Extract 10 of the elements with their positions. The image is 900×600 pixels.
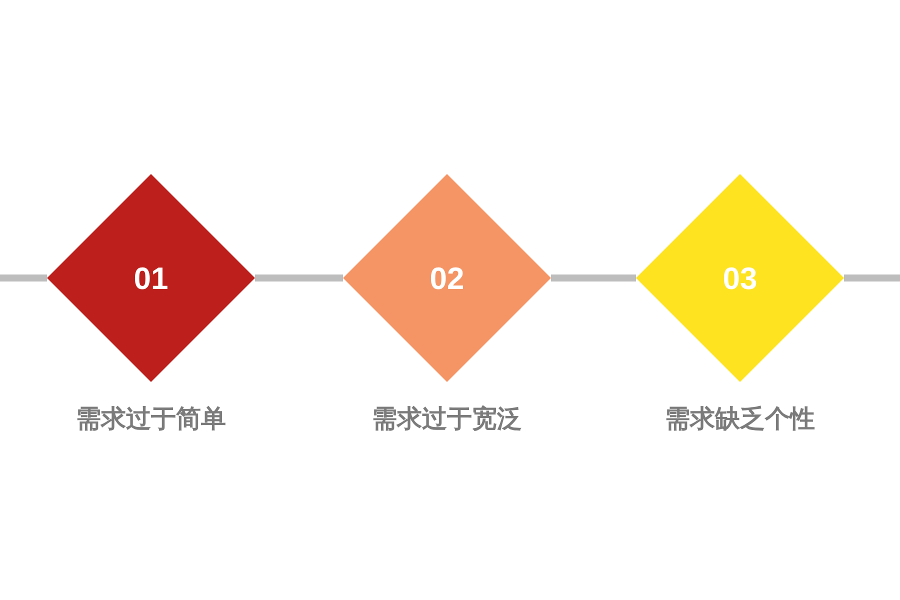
step-number: 02 xyxy=(430,262,464,294)
connector-line xyxy=(0,274,47,282)
connector-line xyxy=(844,274,900,282)
step-number: 03 xyxy=(722,262,758,294)
connector-line xyxy=(255,274,343,282)
connector-line xyxy=(551,274,636,282)
step-caption: 需求缺乏个性 xyxy=(665,404,815,435)
step-caption: 需求过于宽泛 xyxy=(372,404,522,435)
step-number: 01 xyxy=(134,262,168,294)
step-caption: 需求过于简单 xyxy=(76,404,226,435)
